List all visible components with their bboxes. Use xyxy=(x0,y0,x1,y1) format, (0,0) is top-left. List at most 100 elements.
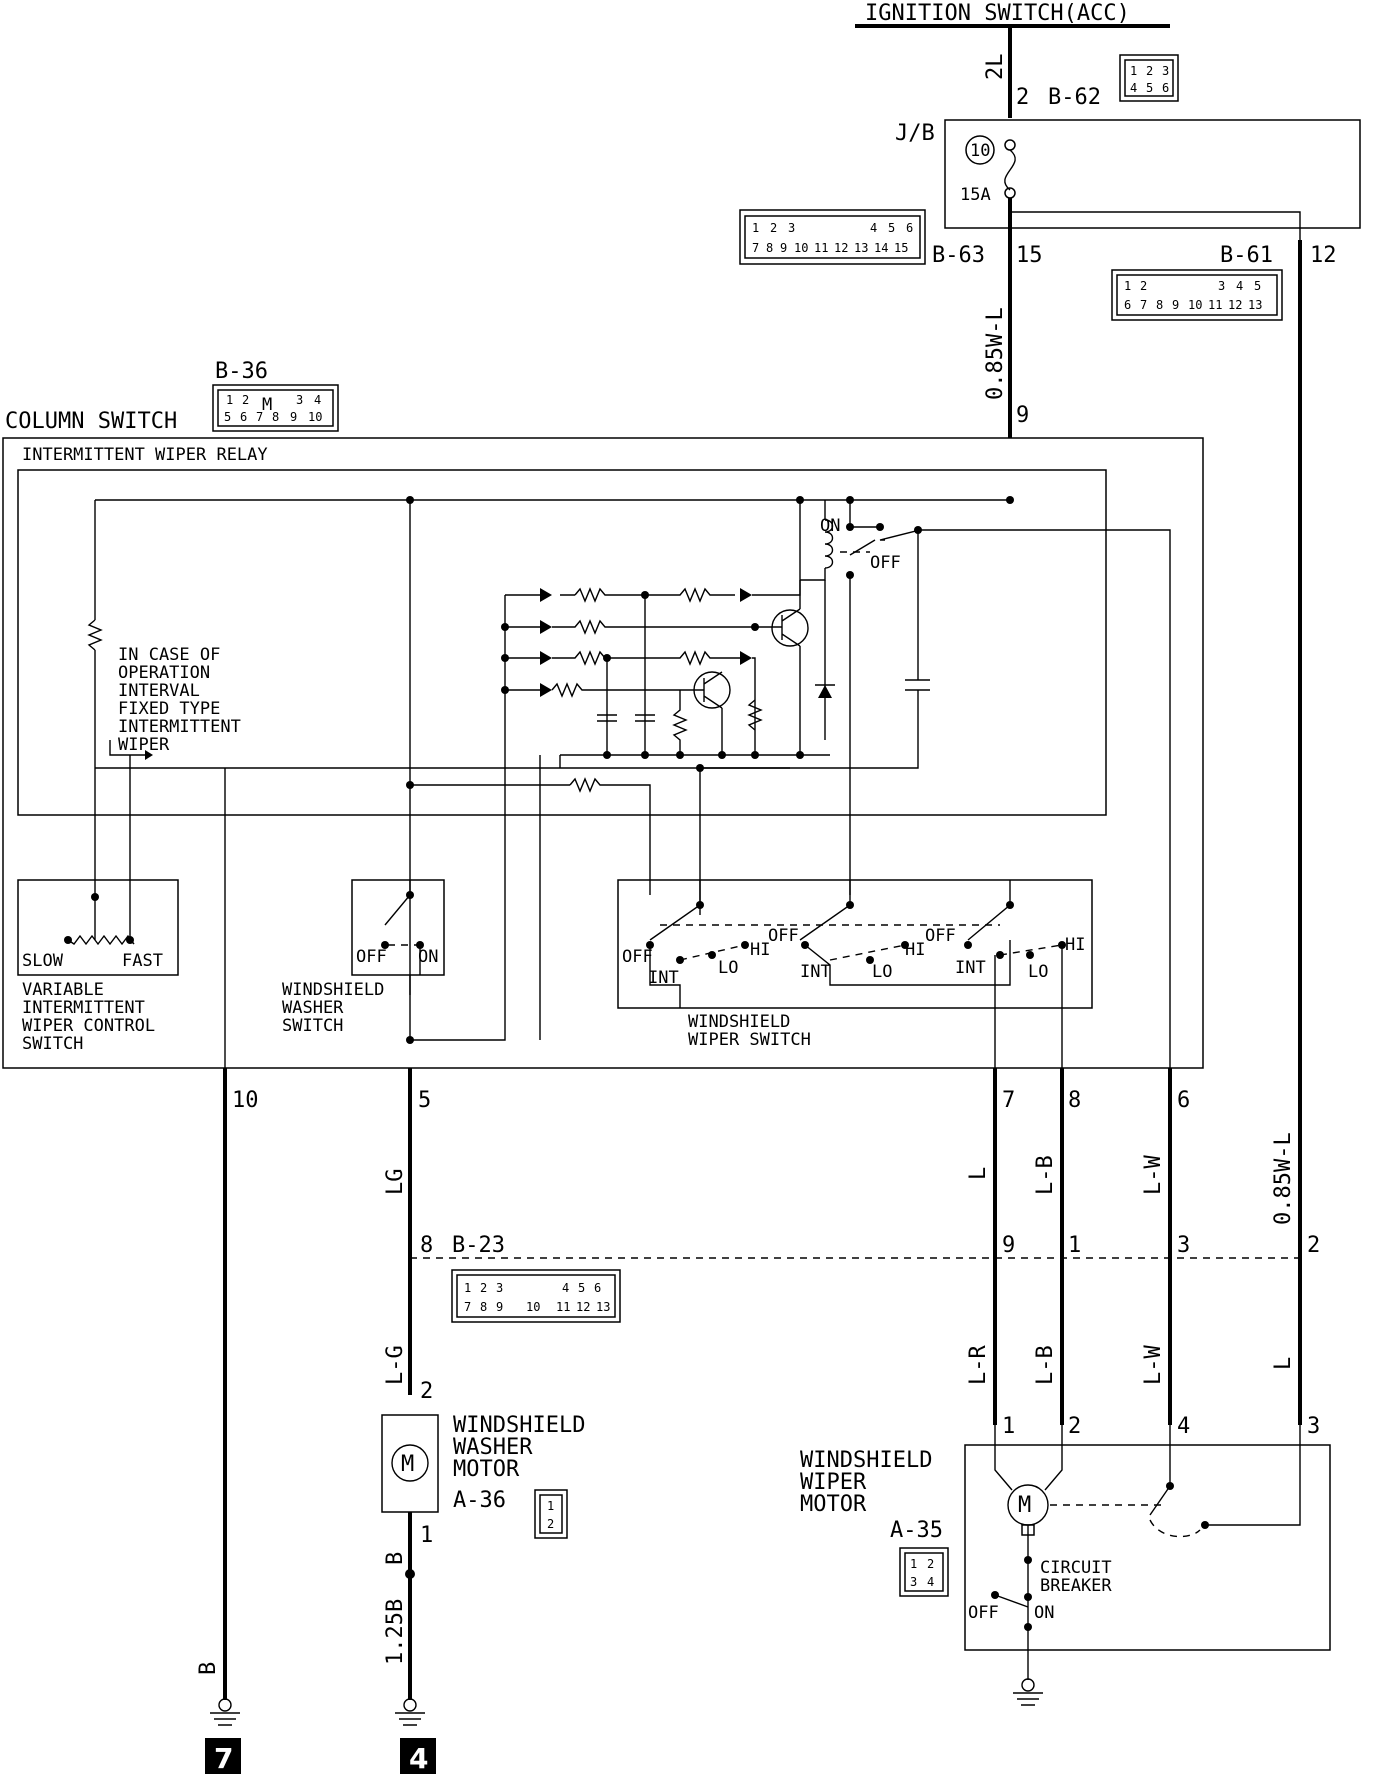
svg-text:3: 3 xyxy=(1162,64,1169,78)
connector-b62-face: 1 2 3 4 5 6 xyxy=(1119,54,1179,102)
wire-jb-to-b61 xyxy=(1010,211,1301,240)
wire-label-B-mid: B xyxy=(383,1552,408,1565)
svg-text:9: 9 xyxy=(1172,298,1179,312)
svg-text:INTERMITTENT: INTERMITTENT xyxy=(22,998,145,1018)
ground-point-7-badge xyxy=(205,1738,241,1774)
svg-text:1: 1 xyxy=(910,1557,917,1571)
pin-colsw-9: 9 xyxy=(1016,403,1029,428)
svg-text:1: 1 xyxy=(226,393,233,407)
wiper-switch-contacts xyxy=(646,880,1066,1068)
svg-text:11: 11 xyxy=(556,1300,570,1314)
svg-text:2: 2 xyxy=(547,1517,554,1531)
washer-switch-out xyxy=(409,945,421,1040)
svg-text:5: 5 xyxy=(578,1281,585,1295)
connector-b36-face: 1 2 M 3 4 5 6 7 8 9 10 xyxy=(212,384,339,432)
svg-text:WINDSHIELD: WINDSHIELD xyxy=(282,980,384,1000)
pin-wiper-motor-4: 4 xyxy=(1177,1414,1190,1439)
variable-switch-box xyxy=(17,879,179,976)
svg-text:4: 4 xyxy=(314,393,321,407)
svg-text:13: 13 xyxy=(596,1300,610,1314)
svg-text:IN CASE OF: IN CASE OF xyxy=(118,645,220,665)
svg-text:1: 1 xyxy=(1130,64,1137,78)
wire-label-085WL-feed: 0.85W-L xyxy=(983,307,1008,400)
wiper-motor-m: M xyxy=(1018,1493,1031,1518)
svg-text:8: 8 xyxy=(272,410,279,424)
fuse-number-circle xyxy=(965,135,995,165)
svg-text:1: 1 xyxy=(547,1499,554,1513)
wiper-switch-off-2: OFF xyxy=(768,926,799,946)
wire-label-L-W-2: L-W xyxy=(1141,1345,1166,1385)
pin-b23-1: 1 xyxy=(1068,1233,1081,1258)
wire-label-2L: 2L xyxy=(983,54,1008,81)
svg-text:6: 6 xyxy=(1124,298,1131,312)
junction-block-label: J/B xyxy=(895,121,935,146)
svg-text:SWITCH: SWITCH xyxy=(22,1034,83,1054)
washer-switch-label: WINDSHIELD WASHER SWITCH xyxy=(282,980,384,1036)
washer-switch-box xyxy=(351,879,445,976)
relay-switch-off-label: OFF xyxy=(870,553,901,573)
svg-text:8: 8 xyxy=(1156,298,1163,312)
svg-text:2: 2 xyxy=(242,393,249,407)
svg-text:7: 7 xyxy=(464,1300,471,1314)
svg-text:1: 1 xyxy=(464,1281,471,1295)
fuse-element xyxy=(1004,149,1016,191)
svg-text:OPERATION: OPERATION xyxy=(118,663,210,683)
svg-text:FIXED TYPE: FIXED TYPE xyxy=(118,699,220,719)
wiper-switch-off-1: OFF xyxy=(622,947,653,967)
svg-text:3: 3 xyxy=(910,1575,917,1589)
pin-washer-motor-1: 1 xyxy=(420,1523,433,1548)
wire-label-L-B-2: L-B xyxy=(1033,1345,1058,1385)
wire-label-L-R: L-R xyxy=(966,1345,991,1385)
svg-text:5: 5 xyxy=(1254,279,1261,293)
ground-symbol-mid xyxy=(395,1698,425,1726)
svg-text:3: 3 xyxy=(788,221,795,235)
relay-box xyxy=(17,469,1107,816)
pin-colsw-10: 10 xyxy=(232,1088,259,1113)
ground-symbol-motor xyxy=(1013,1678,1043,1706)
svg-text:15: 15 xyxy=(894,241,908,255)
washer-motor-m: M xyxy=(401,1452,414,1477)
svg-text:WASHER: WASHER xyxy=(282,998,344,1018)
wire-label-LW: L-W xyxy=(1141,1155,1166,1195)
column-switch-label: COLUMN SWITCH xyxy=(5,409,177,434)
svg-text:2: 2 xyxy=(770,221,777,235)
circuit-breaker-label: CIRCUIT BREAKER xyxy=(1040,1558,1112,1596)
svg-text:4: 4 xyxy=(1236,279,1243,293)
variable-switch-resistor xyxy=(67,934,135,946)
svg-text:6: 6 xyxy=(240,410,247,424)
pin-b62-2: 2 xyxy=(1016,85,1029,110)
svg-text:BREAKER: BREAKER xyxy=(1040,1576,1112,1596)
relay-junction-dots xyxy=(406,496,1014,789)
washer-motor-symbol xyxy=(391,1444,429,1482)
column-switch-box xyxy=(2,437,1204,1069)
svg-text:13: 13 xyxy=(854,241,868,255)
ignition-switch-label: IGNITION SWITCH(ACC) xyxy=(865,1,1130,26)
svg-text:7: 7 xyxy=(752,241,759,255)
pin-b23-3: 3 xyxy=(1177,1233,1190,1258)
pin-b23-9: 9 xyxy=(1002,1233,1015,1258)
connector-b62-label: B-62 xyxy=(1048,85,1101,110)
relay-switch-on-label: ON xyxy=(820,516,840,536)
wire-label-085WL-motor: 0.85W-L xyxy=(1271,1132,1296,1225)
wiper-switch-lo-3: LO xyxy=(1028,962,1048,982)
wiper-switch-hi-2: HI xyxy=(905,940,925,960)
washer-switch-blade xyxy=(384,880,411,926)
pin-b23-2: 2 xyxy=(1307,1233,1320,1258)
svg-text:10: 10 xyxy=(794,241,808,255)
breaker-on-label: ON xyxy=(1034,1603,1054,1623)
svg-text:4: 4 xyxy=(927,1575,934,1589)
svg-text:11: 11 xyxy=(814,241,828,255)
svg-text:10: 10 xyxy=(1188,298,1202,312)
svg-text:CIRCUIT: CIRCUIT xyxy=(1040,1558,1112,1578)
connector-b23-label: B-23 xyxy=(452,1233,505,1258)
junction-block-box xyxy=(944,119,1361,229)
fuse-rating: 15A xyxy=(960,185,991,205)
svg-text:6: 6 xyxy=(1162,81,1169,95)
svg-text:6: 6 xyxy=(906,221,913,235)
wire-label-B-left: B xyxy=(196,1662,221,1675)
pin-b61-12: 12 xyxy=(1310,243,1337,268)
svg-text:11: 11 xyxy=(1208,298,1222,312)
wire-label-L: L xyxy=(966,1167,991,1180)
svg-text:WIPER: WIPER xyxy=(118,735,170,755)
